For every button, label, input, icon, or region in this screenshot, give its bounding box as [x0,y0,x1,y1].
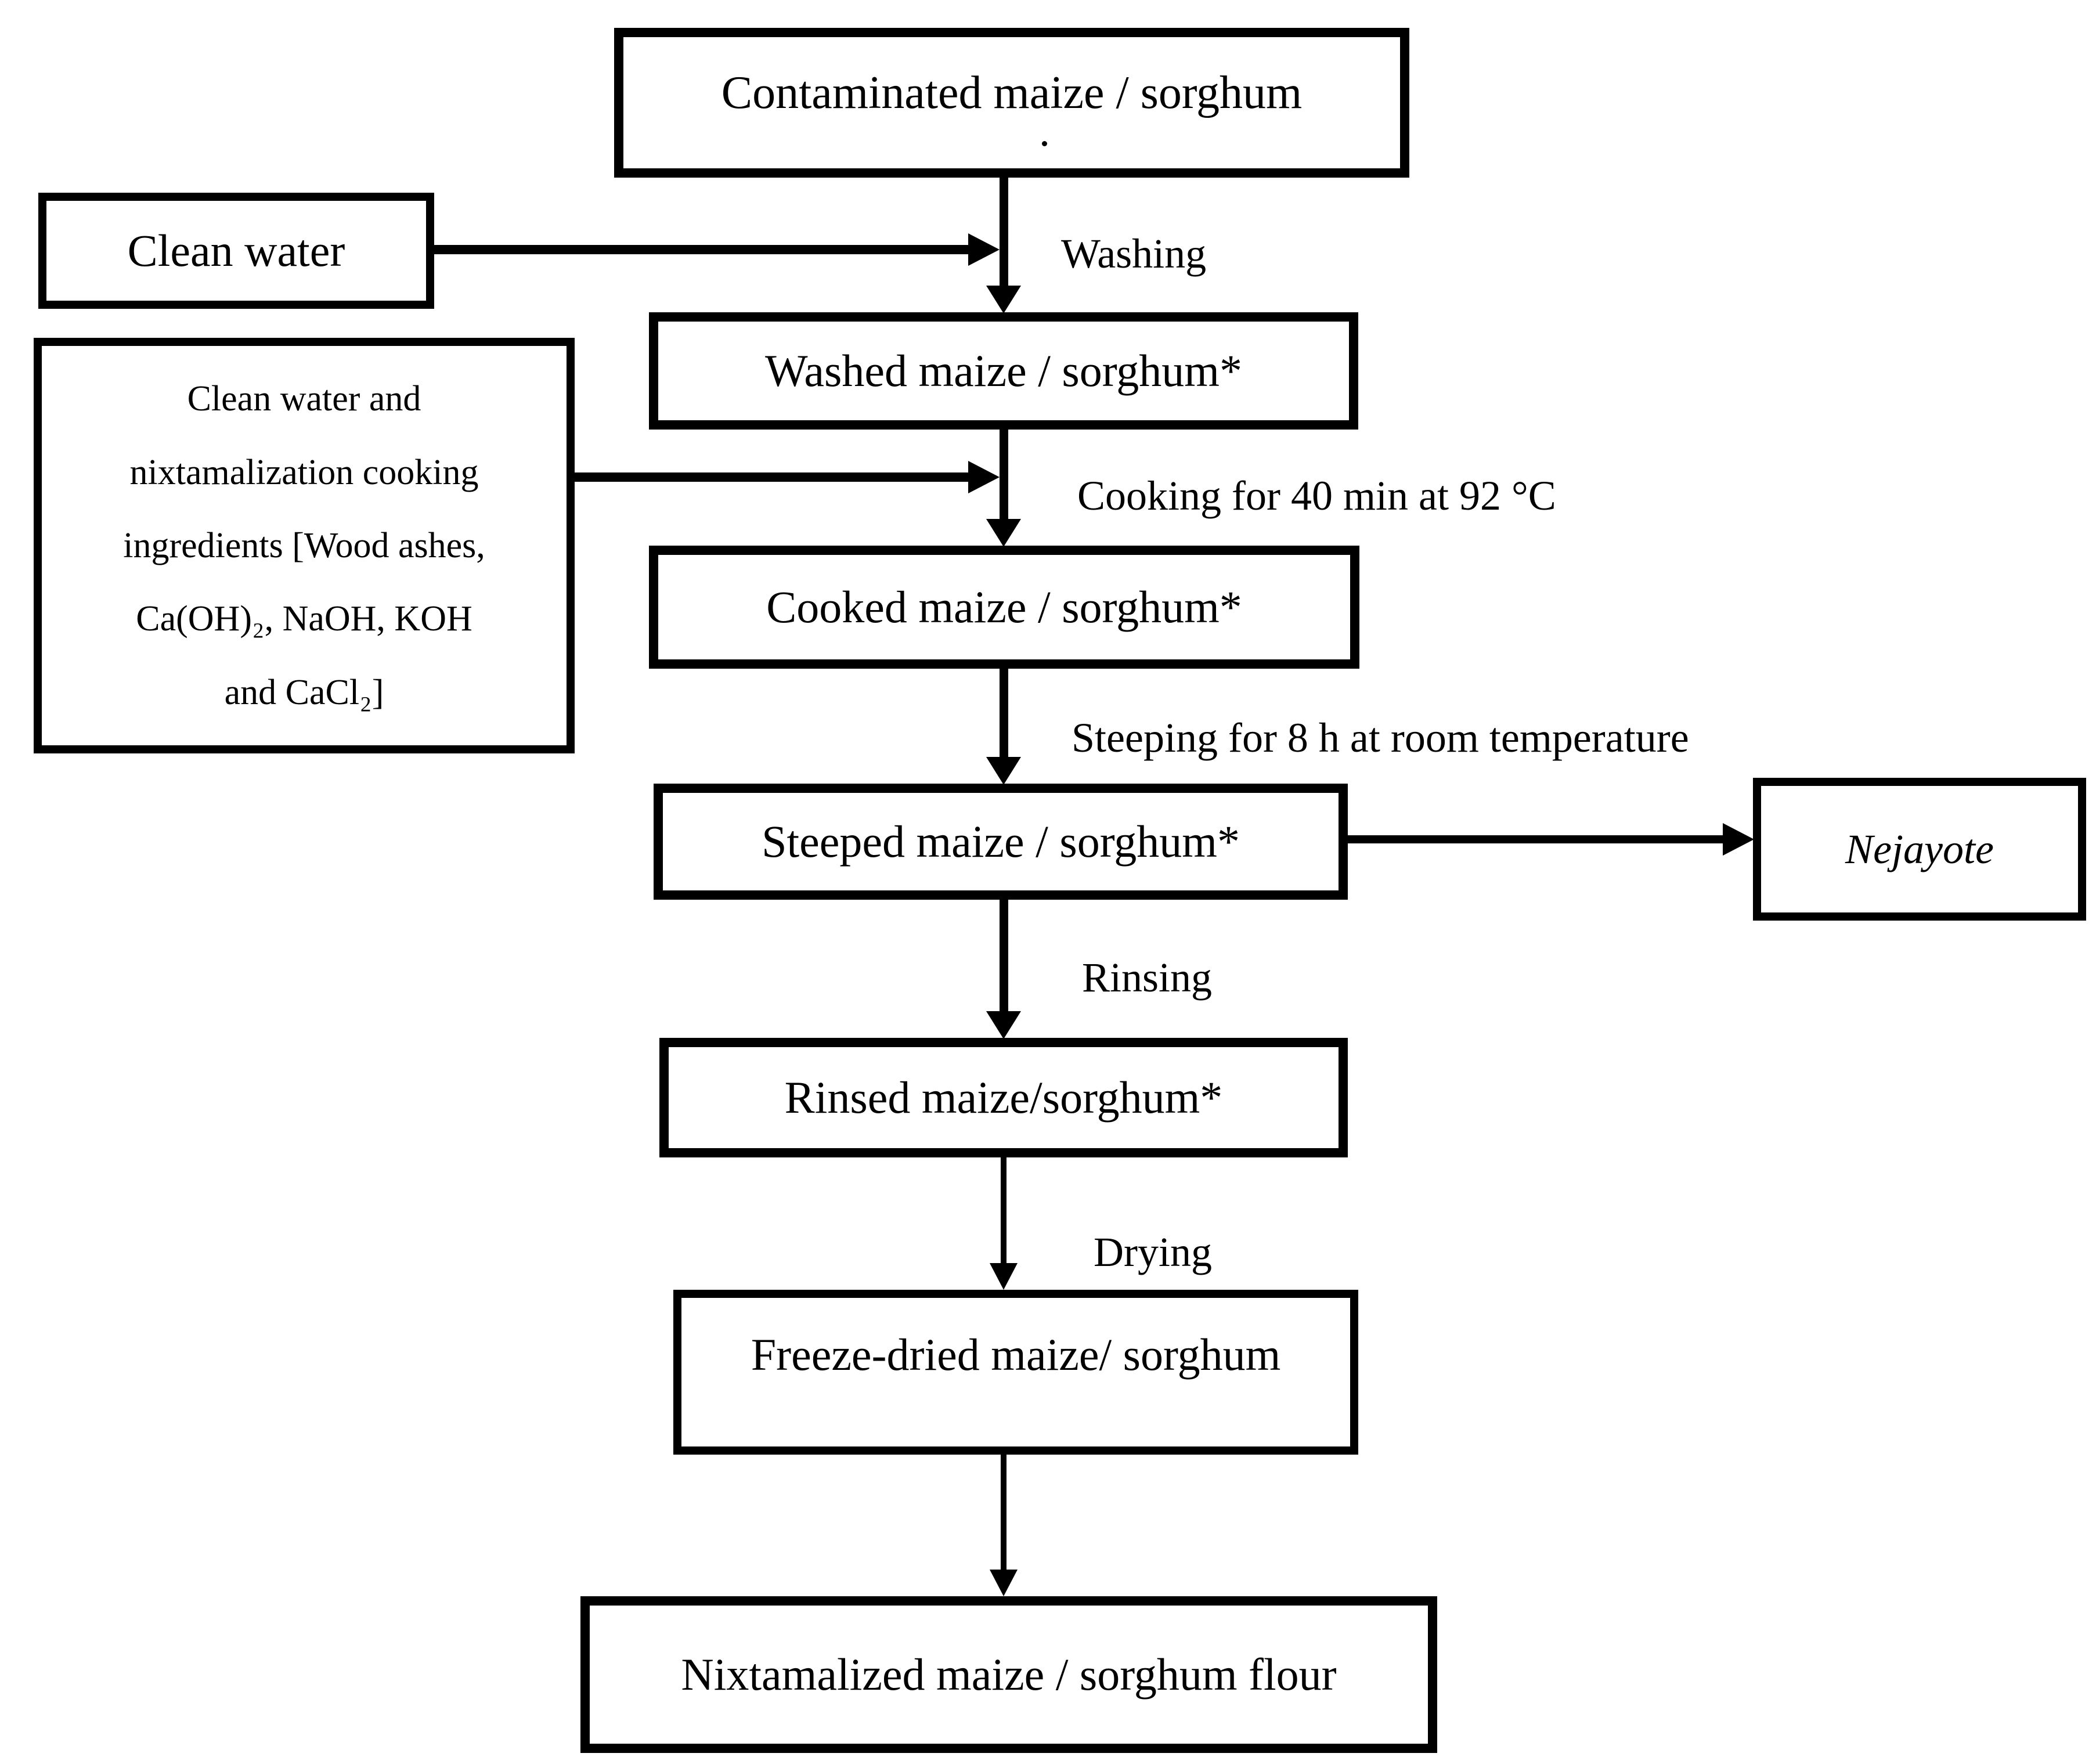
node-steeped-maize-sorghum: Steeped maize / sorghum* [654,784,1348,900]
node-freeze-dried-maize-sorghum: Freeze-dried maize/ sorghum [673,1290,1358,1455]
node-rinsed-label: Rinsed maize/sorghum* [784,1072,1223,1123]
arrowhead-down-rinsing [986,1011,1021,1039]
arrow-steeped-to-nejayote [1347,835,1723,843]
arrow-steeped-to-rinsed [1000,897,1008,1011]
arrowhead-right-nejayote [1723,823,1754,856]
node-clean-water: Clean water [38,193,434,309]
arrowhead-right-clean-water [968,233,1000,266]
arrowhead-down-cooking [986,519,1021,547]
node-clean-water-label: Clean water [127,225,345,276]
edge-label-cooking: Cooking for 40 min at 92 °C [1077,472,1556,519]
node-washed-maize-sorghum: Washed maize / sorghum* [649,312,1358,430]
arrowhead-right-ingredients [968,461,1000,493]
node-freeze-dried-label: Freeze-dried maize/ sorghum [751,1329,1281,1380]
arrow-rinsed-to-freeze-dried [1001,1155,1006,1263]
node-nixtamalized-label: Nixtamalized maize / sorghum flour [681,1649,1337,1700]
stray-mark [1042,141,1047,146]
arrowhead-down-drying [990,1263,1018,1290]
node-contaminated-label: Contaminated maize / sorghum [721,67,1303,118]
ingredients-line-5: and CaCl₂] [224,672,384,712]
ingredients-line-3: ingredients [Wood ashes, [123,525,485,565]
ingredients-line-2: nixtamalization cooking [129,452,479,492]
node-washed-label: Washed maize / sorghum* [765,345,1242,396]
edge-label-drying: Drying [1094,1229,1212,1275]
ingredients-line-1: Clean water and [187,379,421,419]
node-contaminated-maize-sorghum: Contaminated maize / sorghum [614,28,1409,178]
node-rinsed-maize-sorghum: Rinsed maize/sorghum* [659,1038,1348,1157]
node-cooked-maize-sorghum: Cooked maize / sorghum* [649,546,1359,669]
arrow-freeze-dried-to-flour [1001,1452,1006,1570]
node-nixtamalized-flour: Nixtamalized maize / sorghum flour [580,1596,1437,1753]
edge-label-rinsing: Rinsing [1082,954,1213,1001]
edge-label-washing: Washing [1061,230,1207,277]
node-nixtamalization-ingredients: Clean water and nixtamalization cooking … [34,338,575,753]
arrow-washed-to-cooked [1000,427,1008,519]
edge-label-steeping: Steeping for 8 h at room temperature [1072,715,1689,761]
arrowhead-down-steeping [986,757,1021,785]
node-nejayote-label: Nejayote [1845,826,1994,872]
node-steeped-label: Steeped maize / sorghum* [762,816,1240,867]
node-cooked-label: Cooked maize / sorghum* [766,582,1242,633]
ingredients-line-4: Ca(OH)₂, NaOH, KOH [136,599,472,639]
arrowhead-down-washing [986,286,1021,313]
node-nejayote: Nejayote [1753,778,2086,921]
arrow-contaminated-to-washed [1000,174,1008,286]
arrowhead-down-flour [990,1570,1018,1596]
arrow-ingredients-in [573,472,968,482]
arrow-cooked-to-steeped [1000,666,1008,757]
arrow-clean-water-in [433,245,968,254]
